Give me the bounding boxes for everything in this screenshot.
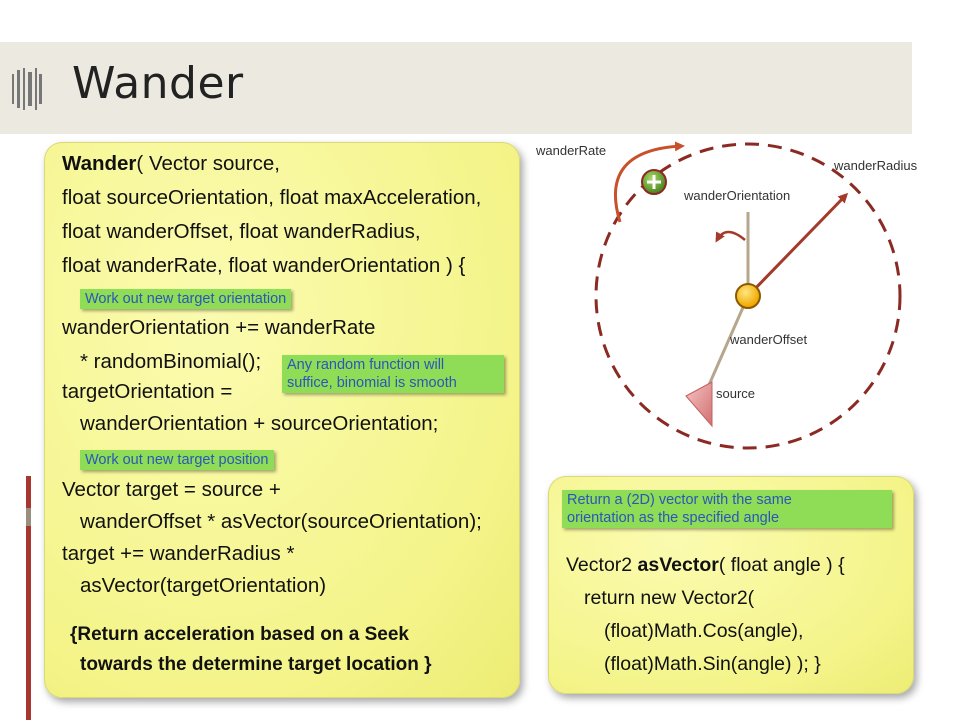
label-wander-orientation: wanderOrientation — [684, 188, 791, 203]
code-line: asVector(targetOrientation) — [80, 574, 327, 597]
slide-title: Wander — [72, 58, 244, 109]
code-line: (float)Math.Cos(angle), — [604, 620, 804, 642]
code-line: return new Vector2( — [584, 587, 755, 609]
code-line: wanderOrientation + sourceOrientation; — [80, 412, 439, 435]
side-accent-mark — [26, 508, 31, 526]
label-source: source — [716, 386, 756, 401]
code-line: wanderOrientation += wanderRate — [62, 316, 376, 339]
wander-code-panel — [44, 142, 520, 698]
return-note: {Return acceleration based on a Seek — [70, 624, 409, 645]
code-line: (float)Math.Sin(angle) ); } — [604, 653, 821, 675]
function-name: Wander — [62, 152, 137, 175]
asvector-signature: Vector2 asVector( float angle ) { — [566, 554, 845, 577]
asvector-name: asVector — [637, 554, 719, 576]
code-line: targetOrientation = — [62, 380, 233, 403]
return-note: towards the determine target location } — [80, 654, 432, 675]
code-line: float wanderOffset, float wanderRadius, — [62, 220, 421, 243]
note-vector: Return a (2D) vector with the same orien… — [562, 490, 892, 528]
code-line: target += wanderRadius * — [62, 542, 295, 565]
note-vector-line: orientation as the specified angle — [567, 510, 780, 526]
note-vector-line: Return a (2D) vector with the same — [567, 492, 792, 508]
wander-diagram — [594, 141, 902, 450]
side-accent-bar — [26, 476, 31, 720]
source-icon — [685, 381, 713, 428]
signature-rest: ( Vector source, — [136, 152, 280, 175]
label-wander-offset: wanderOffset — [730, 332, 808, 347]
code-signature: Wander( Vector source, — [62, 152, 280, 176]
code-line: * randomBinomial(); — [80, 350, 262, 373]
rate-arc — [614, 141, 685, 223]
note-random-line: Any random function will — [287, 357, 445, 373]
asvector-prefix: Vector2 — [566, 554, 638, 576]
code-line: float wanderRate, float wanderOrientatio… — [62, 254, 466, 277]
orientation-arc — [715, 230, 746, 243]
wander-circle — [594, 142, 902, 450]
note-random-line: suffice, binomial is smooth — [287, 375, 457, 391]
code-line: wanderOffset * asVector(sourceOrientatio… — [80, 510, 482, 533]
label-wander-rate: wanderRate — [536, 143, 607, 158]
code-line: float sourceOrientation, float maxAccele… — [62, 186, 482, 209]
radius-arrow — [746, 192, 849, 298]
note-random: Any random function will suffice, binomi… — [282, 355, 504, 393]
title-decoration-icon — [12, 68, 42, 110]
note-position: Work out new target position — [80, 450, 274, 470]
title-band — [0, 42, 912, 134]
note-orientation: Work out new target orientation — [80, 289, 292, 309]
asvector-suffix: ( float angle ) { — [718, 554, 845, 576]
center-icon — [735, 283, 761, 309]
label-wander-radius: wanderRadius — [834, 158, 918, 173]
code-line: Vector target = source + — [62, 478, 281, 501]
